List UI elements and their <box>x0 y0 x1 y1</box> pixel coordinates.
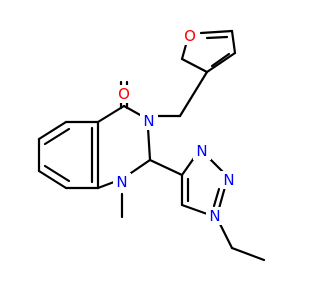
atom-n-triazole-3: N <box>196 142 207 160</box>
atom-o-furan: O <box>184 27 196 45</box>
molecule-structure-diagram: O O N N N N N <box>37 27 266 262</box>
atom-n-triazole-1: N <box>209 207 220 225</box>
bond-ethyl <box>218 222 234 250</box>
benzene-ring <box>37 120 100 190</box>
atom-n3: N <box>143 112 154 130</box>
bond-double-inner <box>43 164 71 183</box>
bond <box>146 126 152 162</box>
quinazolinone-ring <box>96 80 182 219</box>
bond <box>96 104 126 124</box>
bond-double-inner <box>205 35 229 40</box>
bond <box>96 180 116 190</box>
bond <box>37 120 68 141</box>
bond <box>180 203 212 217</box>
bond <box>180 57 209 74</box>
atom-n1: N <box>116 173 127 191</box>
bond <box>148 158 184 177</box>
bond <box>199 29 234 35</box>
bond-ethyl <box>230 246 266 262</box>
bond-double-inner <box>210 52 231 68</box>
bond-double-inner <box>43 127 71 146</box>
bond <box>122 104 144 118</box>
bond-double-inner <box>212 187 221 208</box>
bond <box>178 70 209 118</box>
atom-o-carbonyl: O <box>118 85 130 103</box>
furan-ring <box>178 29 237 118</box>
bond <box>129 158 152 175</box>
bond <box>180 156 196 177</box>
bond <box>230 29 237 55</box>
atom-labels: O O N N N N N <box>113 27 238 225</box>
bond <box>205 51 237 74</box>
bond <box>37 169 68 190</box>
atom-n-triazole-2: N <box>223 171 234 189</box>
